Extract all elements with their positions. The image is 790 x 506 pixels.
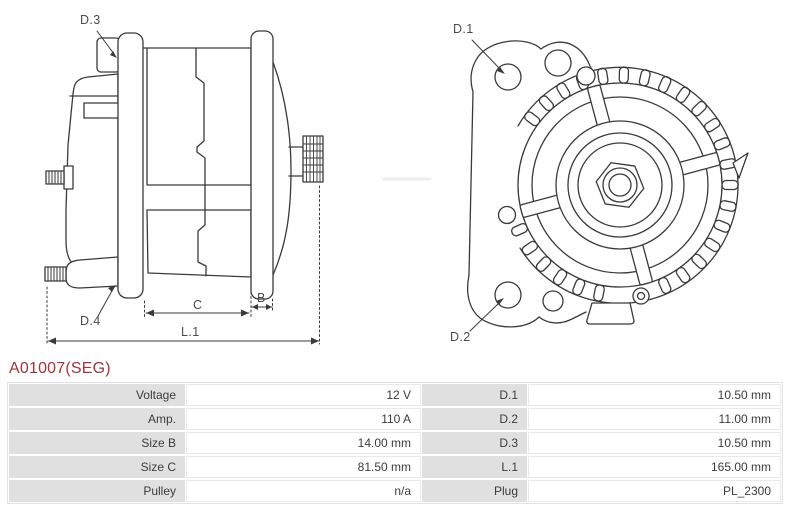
spec-label: Plug bbox=[422, 480, 527, 502]
spec-label: D.2 bbox=[422, 408, 527, 430]
dimension-l1 bbox=[47, 337, 320, 345]
spec-value: PL_2300 bbox=[528, 480, 781, 502]
label-d4: D.4 bbox=[80, 314, 101, 328]
spec-label: Size B bbox=[9, 432, 185, 454]
spec-label: Amp. bbox=[9, 408, 185, 430]
body-lower bbox=[146, 209, 252, 278]
shaft-spline bbox=[302, 135, 324, 183]
label-d3: D.3 bbox=[80, 13, 101, 27]
spec-value: 110 A bbox=[186, 408, 421, 430]
label-d2: D.2 bbox=[450, 330, 471, 344]
spec-label: Voltage bbox=[9, 384, 185, 406]
bottom-lug bbox=[65, 256, 119, 289]
rear-flange bbox=[250, 30, 274, 300]
dimension-b bbox=[251, 304, 273, 310]
leader-d2 bbox=[469, 298, 504, 332]
side-view-diagram: D.3 D.4 C B L.1 bbox=[44, 13, 432, 345]
label-l1: L.1 bbox=[181, 325, 200, 339]
pulley-silhouette bbox=[272, 61, 292, 276]
mount-stud bbox=[44, 266, 67, 282]
spec-value: 14.00 mm bbox=[186, 432, 421, 454]
spec-label: L.1 bbox=[422, 456, 527, 478]
connector-slot bbox=[83, 102, 121, 119]
shaft-center bbox=[608, 173, 632, 197]
leader-d1 bbox=[471, 39, 505, 74]
label-d1: D.1 bbox=[453, 22, 474, 36]
spec-label: D.1 bbox=[422, 384, 527, 406]
spec-value: 10.50 mm bbox=[528, 384, 781, 406]
leader-d3 bbox=[96, 30, 117, 58]
spec-value: 12 V bbox=[186, 384, 421, 406]
dimension-c bbox=[145, 309, 250, 317]
front-flange bbox=[117, 32, 144, 299]
spec-value: 81.50 mm bbox=[186, 456, 421, 478]
rim-tab bbox=[732, 152, 749, 179]
spec-label: D.3 bbox=[422, 432, 527, 454]
label-b: B bbox=[257, 291, 266, 305]
spec-label: Pulley bbox=[9, 480, 185, 502]
mount-hole-top bbox=[544, 49, 572, 77]
housing-foot bbox=[586, 302, 635, 325]
body-upper bbox=[146, 47, 252, 186]
part-number-title: A01007(SEG) bbox=[9, 360, 111, 377]
spec-value: n/a bbox=[186, 480, 421, 502]
spec-value: 165.00 mm bbox=[528, 456, 781, 478]
body-contour bbox=[195, 47, 207, 277]
technical-diagrams: D.3 D.4 C B L.1 bbox=[44, 13, 749, 345]
spec-value: 10.50 mm bbox=[528, 432, 781, 454]
top-ear bbox=[96, 37, 121, 73]
leader-d4 bbox=[97, 285, 116, 317]
front-view-diagram: D.1 D.2 bbox=[450, 22, 749, 344]
vent-slots bbox=[511, 66, 739, 302]
extension-lines bbox=[46, 185, 320, 345]
spec-label: Size C bbox=[9, 456, 185, 478]
spec-table: Voltage 12 V D.1 10.50 mm Amp. 110 A D.2… bbox=[7, 382, 783, 504]
spec-value: 11.00 mm bbox=[528, 408, 781, 430]
label-c: C bbox=[193, 298, 202, 312]
